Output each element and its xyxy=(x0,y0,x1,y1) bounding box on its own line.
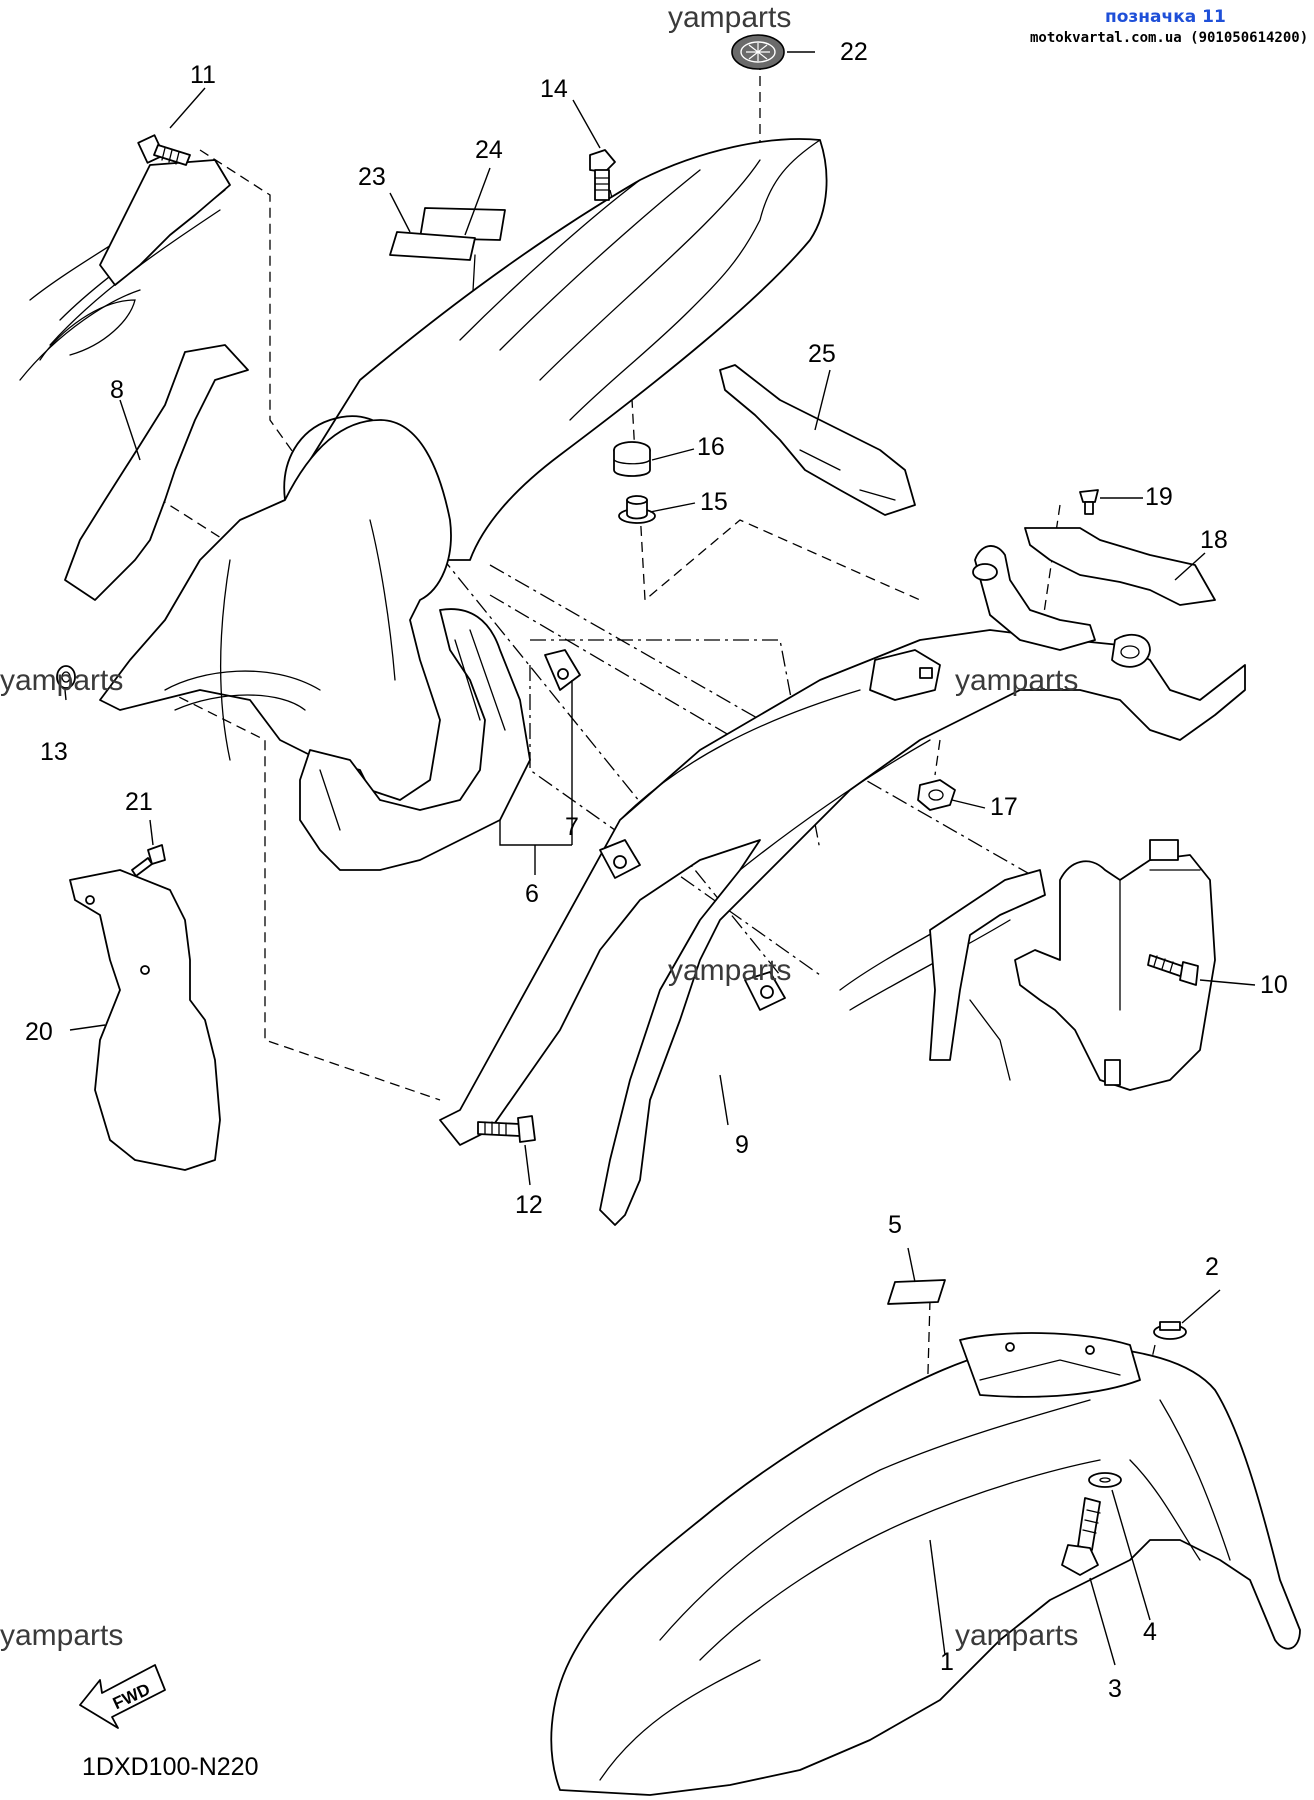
emblem-22 xyxy=(731,34,785,70)
grommet-2 xyxy=(1153,1321,1187,1340)
watermark: yamparts xyxy=(668,954,791,987)
screw-21 xyxy=(131,844,166,877)
clip-7 xyxy=(544,649,581,845)
decal-5 xyxy=(887,1279,946,1305)
inner-mudguard-6 xyxy=(299,608,531,871)
watermark: yamparts xyxy=(0,1619,123,1652)
callout-5: 5 xyxy=(888,1211,902,1239)
watermarks: yamparts yamparts yamparts yamparts yamp… xyxy=(0,1,1078,1652)
left-frame-section xyxy=(19,159,231,381)
callout-6: 6 xyxy=(525,880,539,908)
nut-17 xyxy=(917,779,956,811)
callout-16: 16 xyxy=(697,433,725,461)
collar-15 xyxy=(618,495,656,524)
callout-10: 10 xyxy=(1260,971,1288,999)
callout-12: 12 xyxy=(515,1191,543,1219)
watermark: yamparts xyxy=(668,1,791,34)
callout-11: 11 xyxy=(190,61,216,89)
plate-18 xyxy=(1024,527,1216,606)
callout-13: 13 xyxy=(40,738,68,766)
callout-3: 3 xyxy=(1108,1675,1122,1703)
callout-24: 24 xyxy=(475,136,503,164)
callout-17: 17 xyxy=(990,793,1018,821)
callout-14: 14 xyxy=(540,75,568,103)
callout-7: 7 xyxy=(565,813,579,841)
watermark: yamparts xyxy=(0,664,123,697)
bolt-3 xyxy=(1061,1497,1101,1576)
callout-23: 23 xyxy=(358,163,386,191)
callout-22: 22 xyxy=(840,38,868,66)
main-frame-section xyxy=(839,839,1216,1091)
callout-20: 20 xyxy=(25,1018,53,1046)
callout-25: 25 xyxy=(808,340,836,368)
bracket-25 xyxy=(719,364,916,516)
decal-23-24 xyxy=(389,207,506,381)
rear-fender xyxy=(99,138,828,801)
callout-19: 19 xyxy=(1145,483,1173,511)
front-fender-1 xyxy=(550,1332,1301,1796)
clip-13 xyxy=(56,665,76,689)
callout-18: 18 xyxy=(1200,526,1228,554)
callout-numbers: 1 2 3 4 5 6 7 8 9 10 11 12 13 14 15 16 1… xyxy=(25,38,1288,1703)
bolt-11 xyxy=(137,134,191,166)
side-cover-8 xyxy=(64,344,249,601)
callout-4: 4 xyxy=(1143,1618,1157,1646)
grommet-16 xyxy=(613,441,651,477)
watermark: yamparts xyxy=(955,1619,1078,1652)
rivet-19 xyxy=(1079,489,1099,515)
leader-lines xyxy=(64,51,1256,1666)
callout-9: 9 xyxy=(735,1131,749,1159)
bolt-14 xyxy=(589,149,616,201)
fwd-arrow-icon: FWD xyxy=(79,1664,166,1729)
washer-4 xyxy=(1088,1472,1122,1488)
source-line: motokvartal.com.ua (901050614200) xyxy=(1030,30,1308,46)
diagram-code: 1DXD100-N220 xyxy=(82,1753,259,1781)
callout-21: 21 xyxy=(125,788,153,816)
callout-15: 15 xyxy=(700,488,728,516)
mudflap-20 xyxy=(69,869,221,1171)
rear-subframe-9 xyxy=(439,545,1246,1226)
callout-1: 1 xyxy=(940,1648,954,1676)
callout-2: 2 xyxy=(1205,1253,1219,1281)
bolt-12 xyxy=(477,1115,536,1143)
callout-8: 8 xyxy=(110,376,124,404)
tag-label: позначка 11 xyxy=(1105,7,1226,27)
watermark: yamparts xyxy=(955,664,1078,697)
